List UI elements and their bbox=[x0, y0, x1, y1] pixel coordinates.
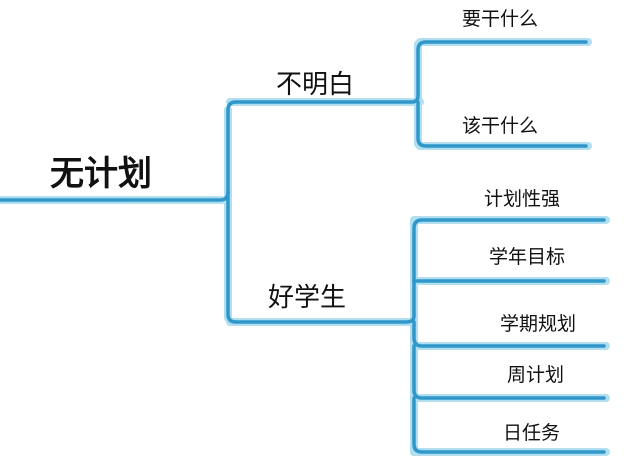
root-node-label: 无计划 bbox=[50, 154, 152, 194]
leaf-label: 周计划 bbox=[507, 364, 565, 386]
branch-label-2: 好学生 bbox=[268, 283, 347, 313]
leaf-label: 计划性强 bbox=[484, 188, 561, 210]
leaf-label: 日任务 bbox=[503, 422, 561, 444]
leaf-label: 学期规划 bbox=[500, 313, 577, 335]
leaf-label: 该干什么 bbox=[462, 115, 539, 137]
leaf-label: 要干什么 bbox=[462, 8, 539, 30]
leaf-label: 学年目标 bbox=[489, 246, 566, 268]
branch-label-1: 不明白 bbox=[276, 70, 355, 100]
